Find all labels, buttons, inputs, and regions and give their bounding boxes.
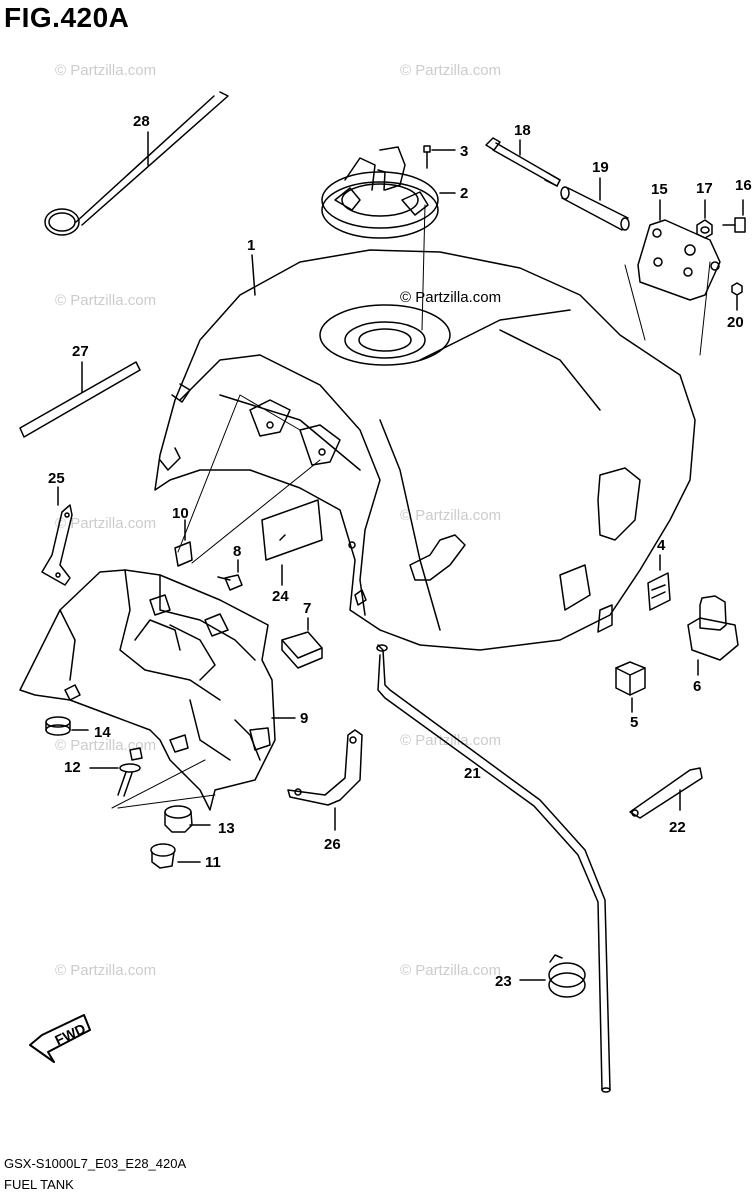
- callout-17: 17: [696, 180, 713, 197]
- bracket-part: [41, 486, 73, 586]
- fuel-pump-part: [321, 146, 439, 239]
- leader-line: [421, 204, 426, 331]
- section-name: FUEL TANK: [4, 1177, 74, 1192]
- callout-2: 2: [460, 185, 468, 202]
- callout-11: 11: [205, 854, 221, 871]
- rubber-damper-part: [164, 805, 211, 833]
- watermark: © Partzilla.com: [400, 732, 501, 749]
- long-bolt-part: [485, 137, 561, 187]
- tank-cover-part: [19, 569, 296, 811]
- bracket-part: [287, 729, 363, 831]
- small-pad-part: [174, 519, 193, 567]
- watermark: © Partzilla.com: [55, 515, 156, 532]
- cushion-pad-part: [281, 617, 323, 669]
- wire-rod-part: [44, 91, 229, 236]
- rubber-cap-part: [687, 595, 739, 676]
- fuel-tank-part: [154, 249, 696, 651]
- callout-13: 13: [218, 820, 235, 837]
- callout-28: 28: [133, 113, 150, 130]
- callout-27: 27: [72, 343, 89, 360]
- nut-part: [696, 199, 713, 239]
- callout-19: 19: [592, 159, 609, 176]
- watermark: © Partzilla.com: [55, 292, 156, 309]
- collar-part: [150, 843, 201, 869]
- callout-6: 6: [693, 678, 701, 695]
- callout-20: 20: [727, 314, 744, 331]
- screw-part: [423, 145, 456, 169]
- sheet-part: [261, 499, 323, 586]
- callout-15: 15: [651, 181, 668, 198]
- callout-8: 8: [233, 543, 241, 560]
- callout-26: 26: [324, 836, 341, 853]
- watermark: © Partzilla.com: [400, 962, 501, 979]
- grommet-part: [45, 716, 89, 736]
- callout-14: 14: [94, 724, 111, 741]
- collar-tube-part: [560, 177, 630, 231]
- fwd-arrow-icon: [29, 1014, 91, 1063]
- rubber-strip-part: [19, 361, 141, 438]
- bracket-plate-part: [637, 199, 721, 301]
- callout-21: 21: [464, 765, 481, 782]
- cushion-block-part: [615, 661, 646, 713]
- callout-7: 7: [303, 600, 311, 617]
- callout-18: 18: [514, 122, 531, 139]
- model-code: GSX-S1000L7_E03_E28_420A: [4, 1156, 187, 1171]
- callout-1: 1: [247, 237, 255, 254]
- callout-25: 25: [48, 470, 65, 487]
- nut-part: [731, 282, 743, 311]
- watermark: © Partzilla.com: [55, 62, 156, 79]
- watermark: © Partzilla.com: [55, 962, 156, 979]
- callout-24: 24: [272, 588, 289, 605]
- callout-4: 4: [657, 537, 666, 554]
- callout-22: 22: [669, 819, 686, 836]
- figure-title: FIG.420A: [4, 2, 130, 33]
- fwd-label: FWD: [52, 1020, 88, 1048]
- strap-part: [629, 767, 703, 819]
- bolt-part: [89, 747, 143, 797]
- watermarks: © Partzilla.com © Partzilla.com © Partzi…: [55, 62, 501, 979]
- callout-12: 12: [64, 759, 81, 776]
- callout-9: 9: [300, 710, 308, 727]
- screw-part: [217, 559, 243, 591]
- callout-5: 5: [630, 714, 638, 731]
- watermark: © Partzilla.com: [400, 289, 501, 306]
- watermark: © Partzilla.com: [400, 62, 501, 79]
- cushion-pad-part: [647, 554, 671, 611]
- callout-3: 3: [460, 143, 468, 160]
- callout-10: 10: [172, 505, 189, 522]
- callout-23: 23: [495, 973, 512, 990]
- callout-16: 16: [735, 177, 752, 194]
- drain-hose-part: [376, 644, 611, 1093]
- callout-labels: 1 2 3 4 5 6 7 8 9 10 11 12 13 14 15 16 1…: [48, 113, 752, 1048]
- bolt-part: [722, 199, 746, 233]
- watermark: © Partzilla.com: [400, 507, 501, 524]
- hose-clamp-part: [519, 954, 586, 998]
